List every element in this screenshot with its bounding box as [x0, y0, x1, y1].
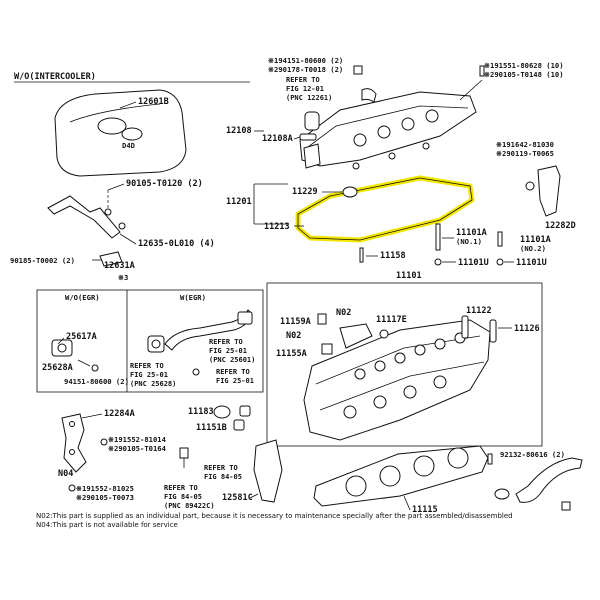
label-12108: 12108 [226, 126, 252, 136]
cylinder-head-cover [299, 91, 477, 170]
label-11122: 11122 [466, 306, 492, 316]
label-191552-81025: ※191552-81025 [76, 484, 134, 493]
refer-84b3: (PNC 89422C) [164, 502, 215, 510]
label-11151B: 11151B [196, 423, 227, 433]
label-191552-81014: ※191552-81014 [108, 435, 166, 444]
ref-3: ※3 [118, 273, 128, 282]
label-290178-T0018: ※290178-T0018 (2) [268, 65, 343, 74]
label-25617A: 25617A [66, 332, 97, 342]
refer-12-01b: FIG 12-01 [286, 85, 324, 93]
guide-11122 [461, 315, 469, 339]
note-n04: N04:This part is not available for servi… [36, 521, 178, 529]
label-N04: N04 [58, 469, 73, 479]
label-92132-80616: 92132-80616 (2) [500, 450, 565, 459]
refer-84b1: REFER TO [164, 484, 198, 492]
label-290105-T0073: ※290105-T0073 [76, 493, 134, 502]
bracket-12282D [537, 165, 561, 217]
refer-b3: (PNC 25601) [209, 356, 255, 364]
gasket-highlight [295, 175, 475, 243]
refer-84a2: FIG 84-05 [204, 473, 242, 481]
label-11201: 11201 [226, 197, 252, 207]
variant-label: W/O(INTERCOOLER) [14, 72, 96, 82]
plug-11183 [213, 405, 231, 419]
engine-cover: D4D [54, 89, 187, 177]
label-12601B: 12601B [138, 97, 169, 107]
sensor-part [179, 447, 189, 468]
label-11155A: 11155A [276, 349, 307, 359]
refer-c2: FIG 25-01 [216, 377, 254, 385]
label-11126: 11126 [514, 324, 540, 334]
plate-12581C [253, 439, 283, 503]
cylinder-head-box [266, 282, 543, 447]
refer-a3: (PNC 25628) [130, 380, 176, 388]
label-25628A: 25628A [42, 363, 73, 373]
label-11159A: 11159A [280, 317, 311, 327]
pin-11158 [359, 247, 364, 263]
seal-11229 [342, 186, 358, 198]
label-11115: 11115 [412, 505, 438, 515]
egr-wo-title: W/O(EGR) [65, 293, 100, 302]
refer-a1: REFER TO [130, 362, 164, 370]
refer-84a1: REFER TO [204, 464, 238, 472]
label-12631A: 12631A [104, 261, 135, 271]
oil-filler-cap [304, 111, 320, 131]
egr-box [36, 289, 264, 393]
label-11183: 11183 [188, 407, 214, 417]
label-94151-80600: 94151-80600 (2) [64, 377, 129, 386]
label-12581C: 12581C [222, 493, 253, 503]
label-12282D: 12282D [545, 221, 576, 231]
note-n02: N02:This part is supplied as an individu… [36, 512, 513, 520]
label-11158: 11158 [380, 251, 406, 261]
label-194151-80600: ※194151-80600 (2) [268, 56, 343, 65]
pipe-right [515, 457, 583, 503]
label-N02-b: N02 [286, 331, 301, 341]
label-12284A: 12284A [104, 409, 135, 419]
egr-w-title: W(EGR) [180, 293, 206, 302]
refer-12-01a: REFER TO [286, 76, 320, 84]
hose-fitting [361, 88, 377, 103]
label-11101U-a: 11101U [458, 258, 489, 268]
refer-c1: REFER TO [216, 368, 250, 376]
label-11101A-1-no: (NO.1) [456, 237, 482, 246]
egr-pipe [147, 309, 253, 353]
refer-a2: FIG 25-01 [130, 371, 168, 379]
label-11101U-b: 11101U [516, 258, 547, 268]
bracket-12284A [61, 413, 87, 473]
bolt-92132 [487, 453, 493, 465]
label-11101A-2-no: (NO.2) [520, 244, 546, 253]
label-11101: 11101 [396, 271, 422, 281]
label-290119-T0065: ※290119-T0065 [496, 149, 554, 158]
label-11101A-2: 11101A [520, 235, 551, 245]
cylinder-head [303, 319, 491, 441]
svg-text:D4D: D4D [122, 141, 135, 150]
label-290105-T0148: ※290105-T0148 (10) [484, 70, 564, 79]
head-gasket [313, 445, 489, 507]
label-191642-81030: ※191642-81030 [496, 140, 554, 149]
bracket-N02 [339, 323, 373, 349]
label-191551-80628: ※191551-80628 (10) [484, 61, 564, 70]
refer-84b2: FIG 84-05 [164, 493, 202, 501]
stud-11101A-2 [497, 231, 503, 247]
label-12635-0L010: 12635-0L010 (4) [138, 239, 215, 249]
cover-bracket [47, 195, 126, 267]
refer-b1: REFER TO [209, 338, 243, 346]
label-90105-T0120: 90105-T0120 (2) [126, 179, 203, 189]
egr-wo-plate [51, 339, 73, 357]
label-11101A-1: 11101A [456, 228, 487, 238]
head-cover-gasket [297, 177, 473, 241]
label-N02-a: N02 [336, 308, 351, 318]
stud-11101A-1 [435, 223, 441, 251]
label-11229: 11229 [292, 187, 318, 197]
label-11213: 11213 [264, 222, 290, 232]
label-290105-T0164: ※290105-T0164 [108, 444, 166, 453]
refer-12-01c: (PNC 12261) [286, 94, 332, 102]
label-11117E: 11117E [376, 315, 407, 325]
label-12108A: 12108A [262, 134, 293, 144]
refer-b2: FIG 25-01 [209, 347, 247, 355]
label-90185-T0002: 90185-T0002 (2) [10, 256, 75, 265]
